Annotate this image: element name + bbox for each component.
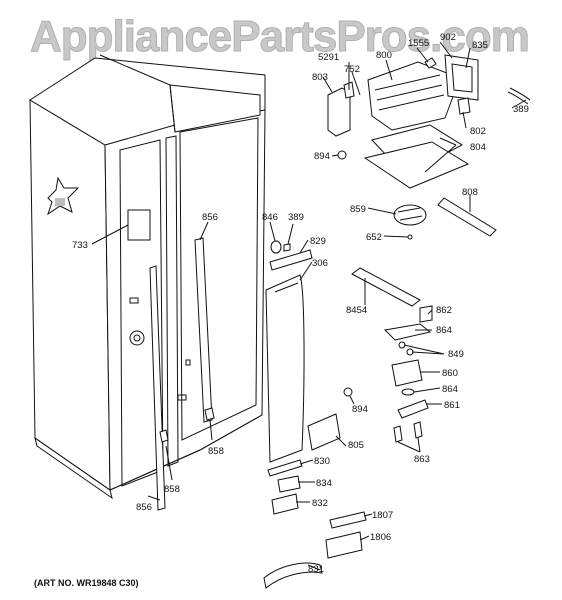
refrigerator-case: [29, 54, 266, 500]
callout-1806: 1806: [370, 532, 391, 543]
callout-902: 902: [440, 32, 456, 43]
fan-859: [393, 204, 427, 240]
callout-805: 805: [348, 440, 364, 451]
callout-802: 802: [470, 126, 486, 137]
callout-803: 803: [312, 72, 328, 83]
evaporator-assembly: [327, 54, 531, 189]
part-846: [270, 240, 282, 254]
damper-mechanism: [351, 267, 433, 443]
callout-858b: 858: [164, 484, 180, 495]
callout-894b: 894: [352, 404, 368, 415]
part-1806: [325, 531, 363, 559]
callout-804: 804: [470, 142, 486, 153]
callout-864b: 864: [442, 384, 458, 395]
callout-832: 832: [312, 498, 328, 509]
part-832: [271, 493, 299, 515]
part-830: [267, 459, 303, 477]
callout-863: 863: [414, 454, 430, 465]
callout-389b: 389: [288, 212, 304, 223]
door-panel-306: [265, 274, 305, 463]
callout-846: 846: [262, 212, 278, 223]
watermark-logo: AppliancePartsPros.com: [30, 12, 531, 62]
callout-894a: 894: [314, 151, 330, 162]
callout-733: 733: [72, 240, 88, 251]
door-strips: [149, 237, 215, 511]
callout-862: 862: [436, 305, 452, 316]
part-831-handle: [263, 562, 323, 589]
callout-752: 752: [344, 64, 360, 75]
callout-652: 652: [366, 232, 382, 243]
callout-8454: 8454: [346, 305, 367, 316]
callout-389a: 389: [513, 104, 529, 115]
part-389-small: [283, 243, 291, 252]
callout-864a: 864: [436, 325, 452, 336]
callout-1555: 1555: [408, 38, 429, 49]
callout-labels: 5291 752 800 1555 902 835 803 389 802 89…: [72, 32, 529, 575]
callout-849: 849: [448, 349, 464, 360]
callout-858a: 858: [208, 446, 224, 457]
callout-860: 860: [442, 368, 458, 379]
part-805-cover: [307, 413, 341, 451]
part-894-screw: [343, 387, 353, 397]
callout-1807: 1807: [372, 510, 393, 521]
callout-829: 829: [310, 236, 326, 247]
callout-800: 800: [376, 50, 392, 61]
callout-830: 830: [314, 456, 330, 467]
callout-835: 835: [472, 40, 488, 51]
leader-lines: [91, 41, 527, 571]
callout-859: 859: [350, 204, 366, 215]
callout-5291: 5291: [318, 52, 339, 63]
part-834: [277, 475, 301, 493]
callout-306: 306: [312, 258, 328, 269]
callout-856b: 856: [136, 502, 152, 513]
callout-831: 831: [308, 564, 324, 575]
callout-834: 834: [316, 478, 332, 489]
callout-808: 808: [462, 187, 478, 198]
callout-861: 861: [444, 400, 460, 411]
part-808-bar: [437, 197, 497, 237]
part-829-strip: [269, 249, 313, 271]
part-1807: [329, 511, 367, 529]
art-number: (ART NO. WR19848 C30): [34, 578, 139, 588]
callout-856a: 856: [202, 212, 218, 223]
